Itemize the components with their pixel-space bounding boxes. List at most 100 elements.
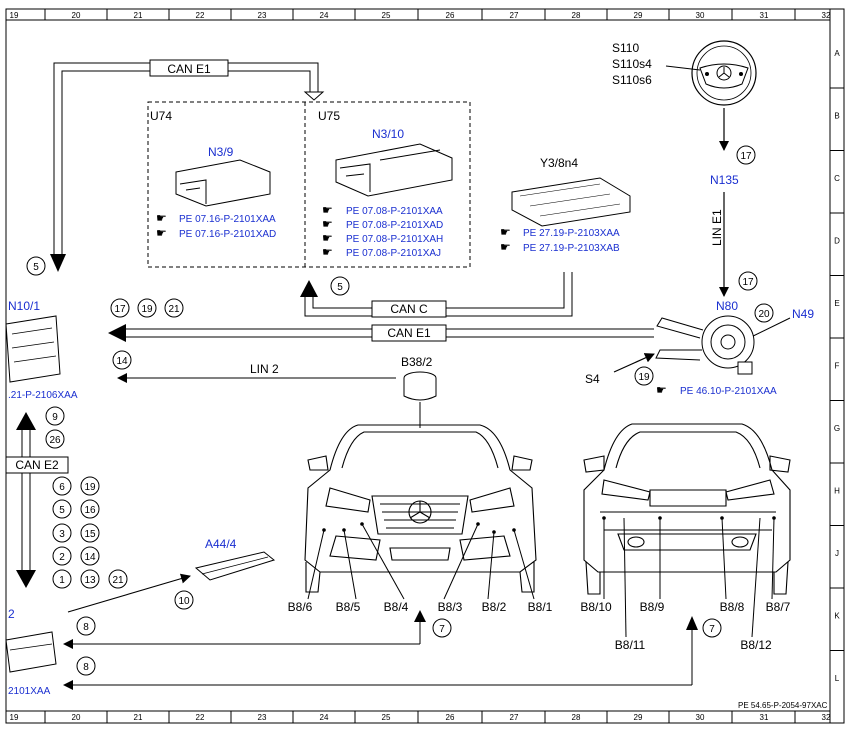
row-label: G — [834, 424, 840, 433]
callout-21-left — [164, 298, 184, 318]
svg-text:5: 5 — [33, 262, 39, 273]
u74-label: U74 — [150, 109, 172, 123]
column-label: 25 — [382, 11, 391, 20]
callout-number: 1 — [59, 575, 65, 586]
rear-sensor-label: B8/7 — [766, 600, 791, 614]
y3-label: Y3/8n4 — [540, 156, 578, 170]
callout-8-upper — [76, 616, 96, 636]
n10-ref: .21-P-2106XAA — [8, 390, 78, 401]
rear-sensor-leader — [721, 517, 727, 600]
front-sensor-label: B8/6 — [288, 600, 313, 614]
car-rear-view-icon — [583, 423, 791, 595]
row-label: L — [835, 674, 840, 683]
front-sensor-dot — [512, 528, 516, 532]
callout-17-upper — [736, 145, 756, 165]
transmission-control-unit-icon — [511, 177, 631, 227]
callout-c26 — [45, 429, 65, 449]
rear-sensor-label: B8/10 — [580, 600, 612, 614]
callout-19-s4 — [634, 366, 654, 386]
row-label: K — [834, 612, 840, 621]
callout-5-left — [26, 256, 46, 276]
a44-line — [67, 573, 191, 613]
n3-10-ref-1: PE 07.08-P-2101XAA — [346, 206, 443, 217]
rear-sensor-label: B8/11 — [615, 638, 646, 652]
callout-c15 — [80, 523, 100, 543]
rear-sensor-leader — [751, 517, 761, 638]
can-e1-mid-label: CAN E1 — [387, 326, 431, 340]
callout-number: 2 — [59, 552, 65, 563]
callout-number: 3 — [59, 529, 65, 540]
column-label: 21 — [134, 713, 143, 722]
column-label: 32 — [822, 713, 831, 722]
callout-c3 — [52, 523, 72, 543]
front-sensor-dot — [322, 528, 326, 532]
svg-text:7: 7 — [709, 624, 715, 635]
column-label: 21 — [134, 11, 143, 20]
n3-9-label: N3/9 — [208, 145, 234, 159]
u75-label: U75 — [318, 109, 340, 123]
callout-5-mid — [330, 276, 350, 296]
column-label: 19 — [10, 11, 19, 20]
column-label: 31 — [760, 713, 769, 722]
y3-ref2-icon: ☛ — [500, 240, 511, 254]
column-label: 19 — [10, 713, 19, 722]
y3-ref-2: PE 27.19-P-2103XAB — [523, 243, 620, 254]
row-label: J — [835, 549, 839, 558]
svg-text:8: 8 — [83, 662, 89, 673]
front-sensor-label: B8/2 — [482, 600, 507, 614]
row-label: E — [834, 299, 839, 308]
front-sensor-dot — [476, 522, 480, 526]
column-label: 29 — [634, 11, 643, 20]
callout-number: 14 — [84, 552, 96, 563]
column-label: 24 — [320, 713, 329, 722]
svg-text:17: 17 — [114, 304, 126, 315]
front-sensor-leader — [361, 523, 405, 600]
front-sensor-dot — [360, 522, 364, 526]
lin-e1-label: LIN E1 — [710, 209, 724, 246]
callout-17-lower — [738, 271, 758, 291]
rear-sensor-label: B8/8 — [720, 600, 745, 614]
b38-label: B38/2 — [401, 355, 433, 369]
row-label: H — [834, 487, 840, 496]
s4-arrow — [613, 353, 655, 373]
column-label: 24 — [320, 11, 329, 20]
y3-ref1-icon: ☛ — [500, 225, 511, 239]
svg-text:5: 5 — [337, 282, 343, 293]
callout-c6 — [52, 476, 72, 496]
can-e1-mid-tag — [371, 324, 447, 342]
callout-19-left — [137, 298, 157, 318]
svg-text:19: 19 — [141, 304, 153, 315]
callout-c5_col — [52, 499, 72, 519]
s4-label: S4 — [585, 372, 600, 386]
callout-c14_col — [80, 546, 100, 566]
engine-control-unit-n3-9-icon — [175, 159, 271, 207]
svg-text:21: 21 — [168, 304, 180, 315]
s110-label: S110 — [612, 41, 639, 55]
y3-ref-1: PE 27.19-P-2103XAA — [523, 228, 620, 239]
row-label: D — [834, 237, 840, 246]
callout-7-rear — [702, 618, 722, 638]
front-sensor-dot — [342, 528, 346, 532]
callout-number: 5 — [59, 505, 65, 516]
column-label: 26 — [446, 713, 455, 722]
callout-c9 — [45, 406, 65, 426]
n3-9-ref-1: PE 07.16-P-2101XAA — [179, 214, 276, 225]
callout-number: 16 — [84, 505, 96, 516]
callout-c1 — [52, 569, 72, 589]
front-sensor-leaders — [307, 522, 535, 600]
n3-9-ref1-icon: ☛ — [156, 211, 167, 225]
front-sensor-leader — [343, 529, 357, 600]
can-e2-bus — [16, 412, 36, 588]
s110s6-label: S110s6 — [612, 73, 652, 87]
rear-sensor-dot — [720, 516, 724, 520]
column-label: 22 — [196, 713, 205, 722]
callout-c21_col — [108, 569, 128, 589]
n3-10-ref-4: PE 07.08-P-2101XAJ — [346, 248, 441, 259]
callout-c13 — [80, 569, 100, 589]
left-bottom-module-icon — [5, 631, 57, 673]
rear-sensor-label: B8/12 — [740, 638, 772, 652]
rear-sensor-label: B8/9 — [640, 600, 665, 614]
